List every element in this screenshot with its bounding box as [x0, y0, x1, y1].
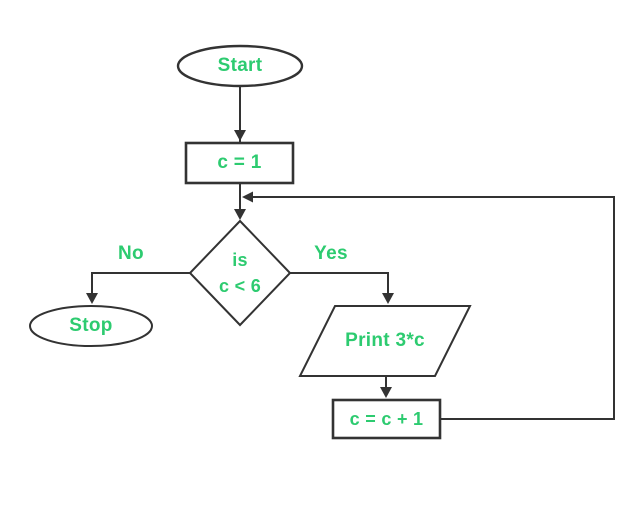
- loop-back-line: [250, 196, 615, 420]
- arrow-no-line: [91, 272, 190, 297]
- arrowhead-into-print: [382, 293, 394, 304]
- arrowhead-into-increment: [380, 387, 392, 398]
- arrowhead-loop-back: [242, 191, 253, 203]
- arrow-yes-line: [290, 272, 389, 297]
- arrowhead-into-init: [234, 130, 246, 141]
- decision-diamond-shape: [188, 219, 292, 327]
- arrowhead-into-stop: [86, 293, 98, 304]
- stop-ellipse-shape: [29, 305, 153, 347]
- print-parallelogram-shape: [298, 305, 472, 377]
- init-rect-shape: [184, 141, 295, 185]
- increment-rect-shape: [331, 398, 442, 440]
- arrowhead-into-decision: [234, 209, 246, 220]
- start-ellipse-shape: [176, 44, 304, 88]
